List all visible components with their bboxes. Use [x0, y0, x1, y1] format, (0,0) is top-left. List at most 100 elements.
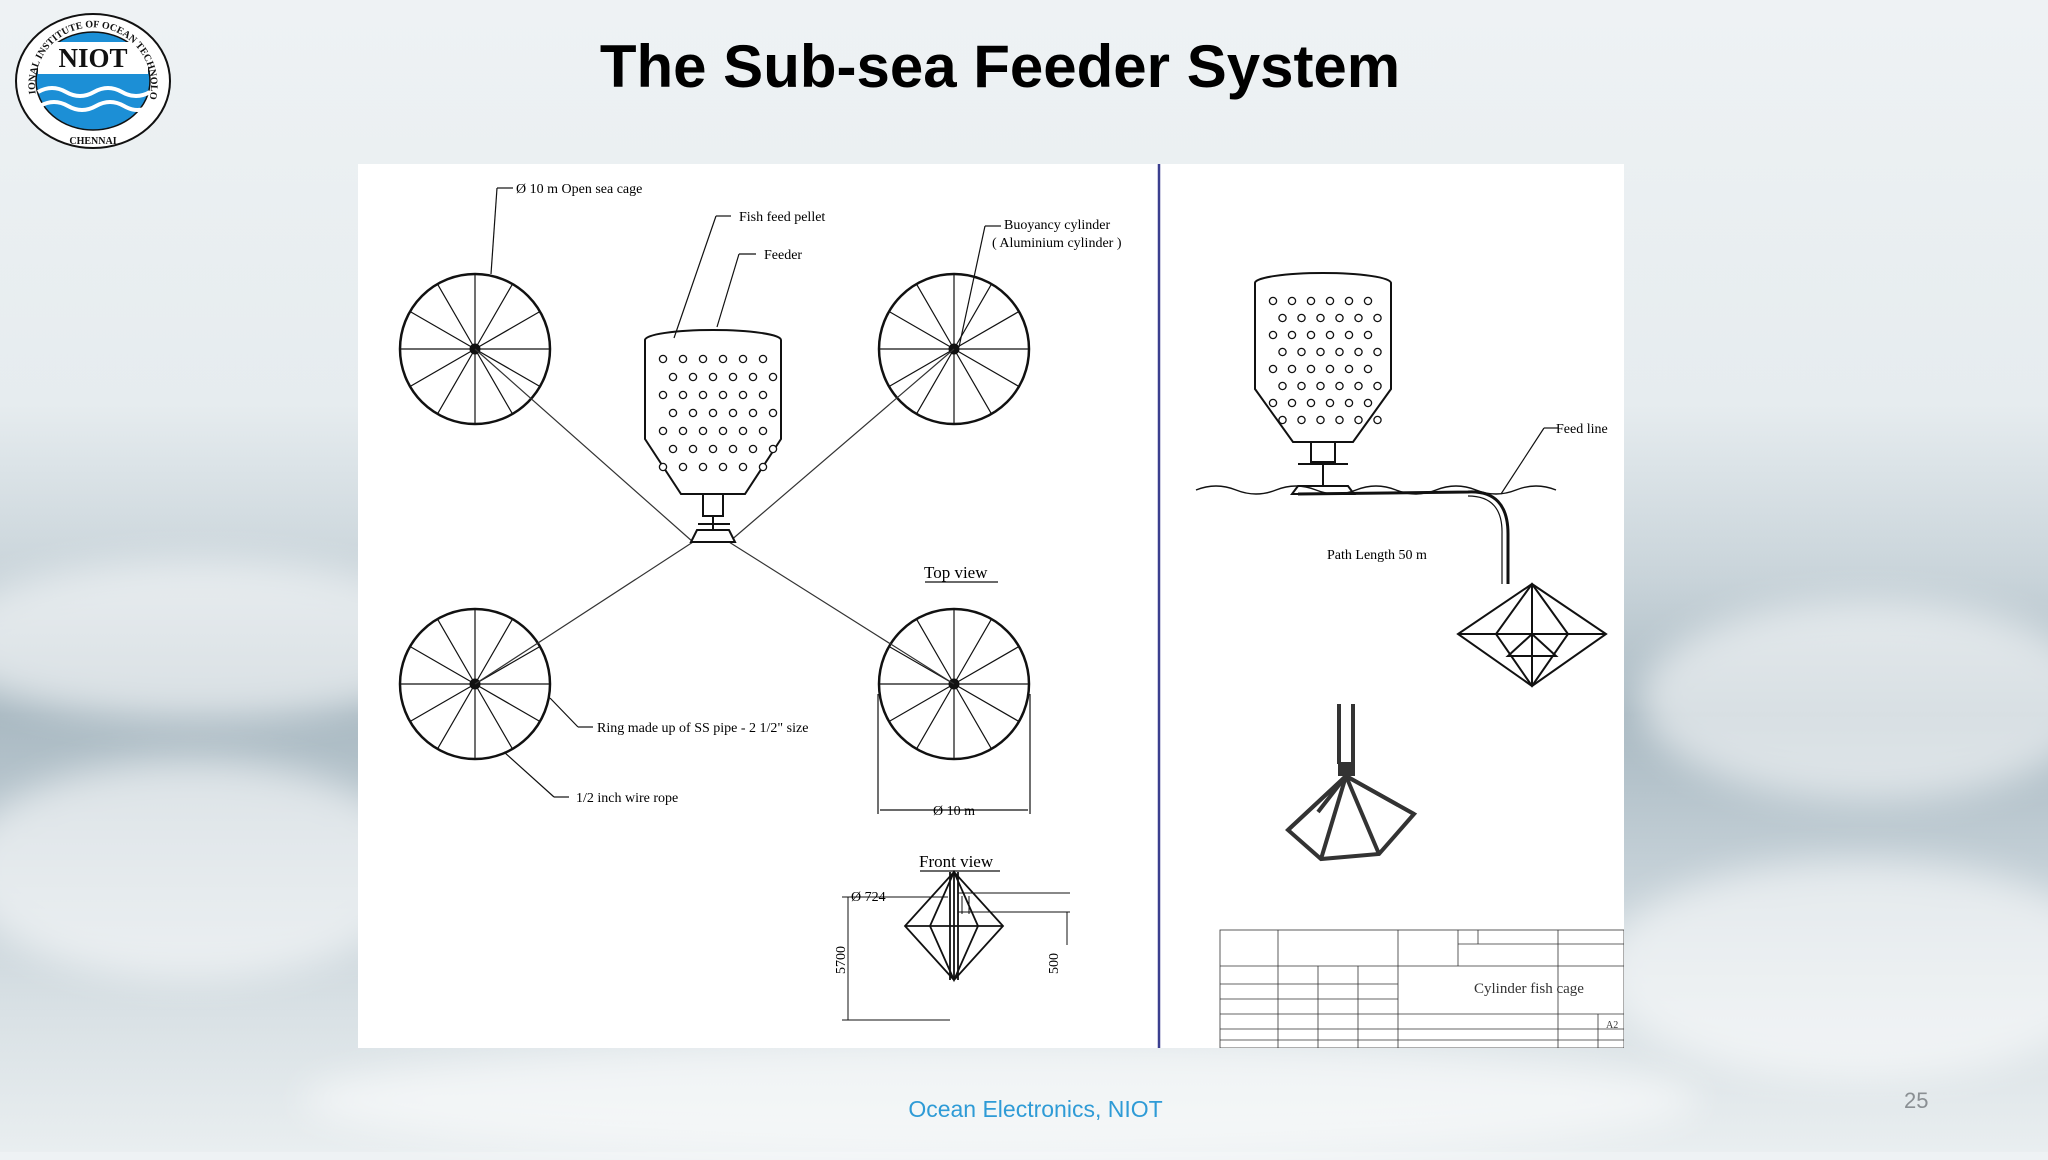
pellet	[698, 354, 708, 364]
pellet	[768, 444, 778, 454]
pellet	[1316, 347, 1325, 357]
slide-footer: Ocean Electronics, NIOT	[908, 1096, 1163, 1122]
pellet	[758, 462, 768, 472]
logo-city: CHENNAI	[69, 136, 116, 147]
title-block-title: Cylinder fish cage	[1474, 981, 1584, 997]
pellet	[698, 390, 708, 400]
cage-spoke	[953, 348, 1020, 388]
pellet	[1325, 364, 1335, 374]
pellet	[688, 444, 698, 454]
pellet	[1363, 364, 1373, 374]
cylinder-fish-cage	[1456, 582, 1608, 688]
pellet	[748, 444, 758, 454]
pellet	[728, 408, 738, 418]
cage-spoke	[888, 310, 955, 350]
path-length-label: Path Length 50 m	[1327, 548, 1427, 563]
pellet	[1335, 313, 1344, 323]
pellet	[1316, 415, 1325, 425]
wire-ropes	[474, 348, 955, 685]
pellet	[708, 408, 718, 418]
pellet	[1325, 330, 1335, 340]
pellet	[1306, 296, 1316, 306]
side-feed-pellets	[1268, 296, 1382, 425]
cage-spoke	[474, 683, 514, 750]
pellet	[1297, 347, 1306, 357]
cage-spoke	[474, 618, 514, 685]
pellet	[658, 390, 668, 400]
cage-spoke	[474, 348, 541, 388]
pellet	[678, 354, 688, 364]
cage-spoke	[953, 618, 993, 685]
feed-line-label: Feed line	[1556, 422, 1608, 437]
pellet	[1268, 364, 1278, 374]
pellet	[1316, 381, 1325, 391]
pellet	[678, 426, 688, 436]
pellet	[738, 390, 748, 400]
pellet	[708, 372, 718, 382]
pellet	[1306, 398, 1316, 408]
pellet	[1373, 381, 1382, 391]
buoyancy-sub-label: ( Aluminium cylinder )	[992, 236, 1122, 251]
pellet	[1287, 398, 1297, 408]
wire-rope-label: 1/2 inch wire rope	[576, 791, 678, 806]
cage-spoke	[953, 645, 1020, 685]
pellet	[1287, 296, 1297, 306]
pellet	[758, 426, 768, 436]
cage-spoke	[474, 348, 514, 415]
front-diameter-label: Ø 724	[851, 890, 886, 905]
pellet	[1363, 398, 1373, 408]
pellet	[1316, 313, 1325, 323]
pellet	[718, 462, 728, 472]
background-wave	[1600, 860, 2048, 1080]
background-wave	[1640, 600, 2048, 800]
cage-spoke	[953, 683, 993, 750]
niot-logo: NIOT NATIONAL INSTITUTE OF OCEAN TECHNOL…	[14, 12, 171, 149]
pellet	[1325, 296, 1335, 306]
pellet	[1354, 347, 1363, 357]
cage-spoke	[436, 683, 476, 750]
pellet	[1335, 415, 1344, 425]
cage-spoke	[474, 283, 514, 350]
pellet	[1354, 381, 1363, 391]
cage-dimension-label: Ø 10 m	[933, 804, 975, 819]
pellet	[1354, 313, 1363, 323]
pellet	[668, 408, 678, 418]
pellet	[658, 426, 668, 436]
pellet	[1344, 296, 1354, 306]
slide-title: The Sub-sea Feeder System	[599, 33, 1401, 100]
pellet	[1278, 313, 1287, 323]
pellet	[1297, 313, 1306, 323]
pellet	[1268, 398, 1278, 408]
feed-pellets	[658, 354, 778, 472]
cage-spoke	[409, 348, 476, 388]
pellet	[1373, 347, 1382, 357]
pellet	[658, 462, 668, 472]
ring-label: Ring made up of SS pipe - 2 1/2" size	[597, 721, 808, 736]
pellet	[768, 408, 778, 418]
cage-spoke	[915, 683, 955, 750]
pellet	[1268, 330, 1278, 340]
pellet	[738, 462, 748, 472]
pellet	[698, 462, 708, 472]
cage-spoke	[409, 645, 476, 685]
cage-spoke	[474, 310, 541, 350]
cage-spoke	[953, 310, 1020, 350]
pellet	[748, 408, 758, 418]
pellet	[658, 354, 668, 364]
cage-spoke	[915, 283, 955, 350]
pellet	[1278, 415, 1287, 425]
pellet	[1268, 296, 1278, 306]
pellet	[748, 372, 758, 382]
pellet	[1297, 381, 1306, 391]
cage-spoke	[953, 283, 993, 350]
pellet	[758, 390, 768, 400]
front-view-label: Front view	[919, 852, 994, 871]
cage-spoke	[409, 310, 476, 350]
pellet	[1373, 313, 1382, 323]
pellet	[1354, 415, 1363, 425]
cage-spoke	[409, 683, 476, 723]
cage-spoke	[953, 348, 993, 415]
front-top-label: 500	[1047, 953, 1062, 974]
cage-label: Ø 10 m Open sea cage	[516, 182, 642, 197]
pellet	[718, 426, 728, 436]
